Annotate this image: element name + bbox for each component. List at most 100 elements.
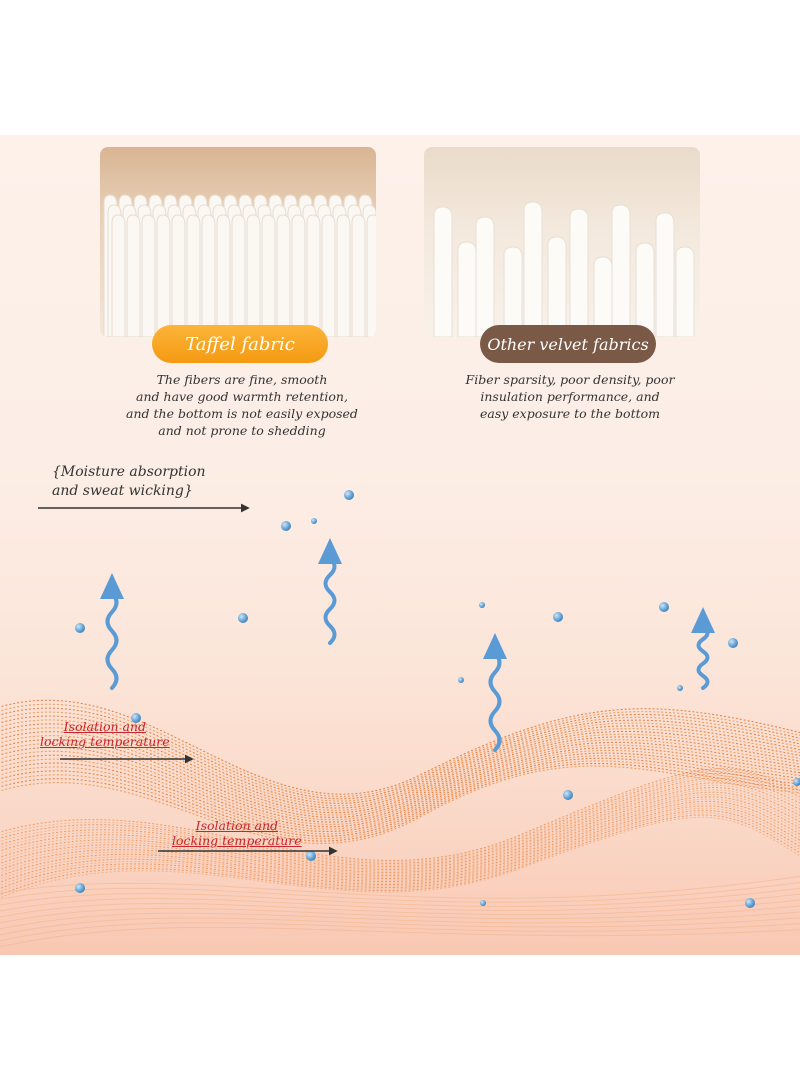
- dense-fiber: [201, 214, 216, 337]
- wave-line: [0, 730, 800, 813]
- wave-line: [0, 905, 800, 924]
- droplet-icon: [75, 883, 85, 893]
- sparse-fiber: [635, 242, 655, 337]
- dense-fibers-svg: [103, 194, 376, 337]
- droplet-icon: [458, 677, 464, 683]
- droplet-icon: [238, 613, 248, 623]
- dense-fiber: [276, 214, 291, 337]
- dense-fiber: [321, 214, 336, 337]
- wave-line: [0, 733, 800, 816]
- rising-arrow-shaft: [105, 591, 119, 690]
- moisture-line: {Moisture absorption: [52, 464, 206, 480]
- other-velvet-label: Other velvet fabrics: [487, 334, 649, 354]
- wave-line: [0, 812, 800, 893]
- sparse-fiber-illustration: [424, 147, 700, 337]
- wave-line: [0, 773, 800, 864]
- wave-line: [0, 816, 800, 899]
- rising-arrow-head: [483, 633, 507, 659]
- wave-line: [0, 911, 800, 930]
- isolation-line: Isolation and: [63, 719, 147, 734]
- droplet-icon: [745, 898, 755, 908]
- isolation-label-1: Isolation and locking temperature: [40, 719, 170, 749]
- droplet-icon: [793, 778, 800, 786]
- droplet-icon: [677, 685, 683, 691]
- dense-fiber: [156, 214, 171, 337]
- isolation-line: locking temperature: [40, 734, 170, 749]
- droplet-icon: [131, 713, 141, 723]
- dense-fiber: [231, 214, 246, 337]
- wave-line: [0, 765, 800, 844]
- sparse-fiber: [547, 236, 567, 337]
- decor-layer: [0, 490, 800, 955]
- moisture-droplets: [75, 490, 800, 908]
- wave-line: [0, 775, 800, 866]
- sparse-fibers-svg: [433, 201, 695, 337]
- other-velvet-description: Fiber sparsity, poor density, poor insul…: [440, 371, 700, 422]
- taffel-fabric-label: Taffel fabric: [185, 333, 295, 355]
- wave-line: [0, 893, 800, 912]
- wave-line: [0, 810, 800, 890]
- sparse-fiber: [475, 216, 495, 337]
- rising-arrows: [100, 538, 715, 752]
- droplet-icon: [479, 602, 485, 608]
- wave-line: [0, 711, 800, 802]
- wave-line: [0, 703, 800, 797]
- taffel-description-line: The fibers are fine, smooth: [156, 372, 328, 387]
- droplet-icon: [480, 900, 486, 906]
- isolation-line: locking temperature: [172, 833, 302, 848]
- wave-line: [0, 736, 800, 818]
- dense-fiber: [366, 214, 376, 337]
- rising-arrow-shaft: [323, 556, 337, 645]
- dense-fiber: [111, 214, 126, 337]
- wave-line: [0, 727, 800, 811]
- wave-line: [0, 699, 800, 795]
- rising-arrow-head: [100, 573, 124, 599]
- droplet-icon: [281, 521, 291, 531]
- wave-line: [0, 755, 800, 835]
- wave-line: [0, 814, 800, 896]
- wave-line: [0, 887, 800, 907]
- sparse-fiber: [655, 212, 675, 337]
- wave-line: [0, 784, 800, 872]
- dense-fiber: [336, 214, 351, 337]
- wave-line: [0, 760, 800, 840]
- isolation-label-2: Isolation and locking temperature: [172, 818, 302, 848]
- moisture-absorption-text: {Moisture absorption and sweat wicking}: [52, 463, 206, 501]
- droplet-icon: [553, 612, 563, 622]
- wave-line: [0, 926, 800, 948]
- sparse-fiber: [675, 246, 695, 337]
- wave-line: [0, 757, 800, 837]
- sparse-fiber: [523, 201, 543, 337]
- dense-fiber: [351, 214, 366, 337]
- droplet-icon: [659, 602, 669, 612]
- moisture-line: and sweat wicking}: [52, 483, 193, 499]
- dense-fiber: [216, 214, 231, 337]
- wave-line: [0, 922, 800, 942]
- heat-wave-lines: [0, 699, 800, 948]
- droplet-icon: [728, 638, 738, 648]
- wave-line: [0, 763, 800, 842]
- other-velvet-description-line: Fiber sparsity, poor density, poor: [465, 372, 675, 387]
- wave-line: [0, 707, 800, 800]
- wave-line: [0, 777, 800, 867]
- wave-line: [0, 768, 800, 861]
- sparse-fiber: [611, 204, 631, 337]
- rising-arrow-head: [691, 607, 715, 633]
- wave-line: [0, 782, 800, 870]
- dense-fiber: [186, 214, 201, 337]
- wave-line: [0, 780, 800, 869]
- droplet-icon: [311, 518, 317, 524]
- other-velvet-description-line: insulation performance, and: [480, 389, 660, 404]
- dense-fiber: [306, 214, 321, 337]
- wave-line: [0, 917, 800, 936]
- isolation-line: Isolation and: [195, 818, 279, 833]
- droplet-icon: [306, 851, 316, 861]
- taffel-description-line: and not prone to shedding: [158, 423, 326, 438]
- dense-fiber: [126, 214, 141, 337]
- dense-fiber: [171, 214, 186, 337]
- sparse-fiber: [433, 206, 453, 337]
- sparse-fiber: [503, 246, 523, 337]
- wave-line: [0, 770, 800, 863]
- wave-line: [0, 739, 800, 821]
- taffel-description-line: and the bottom is not easily exposed: [126, 406, 358, 421]
